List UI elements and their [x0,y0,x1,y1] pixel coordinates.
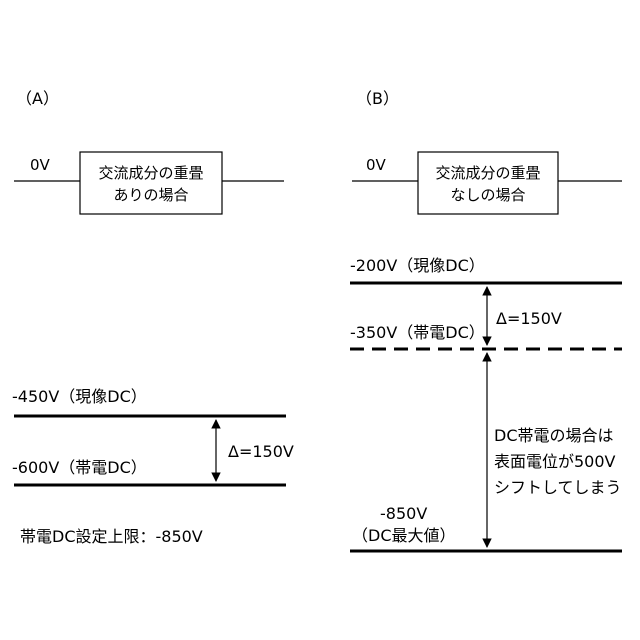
panel-b-zero-label: 0V [366,156,387,174]
panel-a-level-low-label: -600V（帯電DC） [12,458,147,477]
panel-a-box-line1: 交流成分の重畳 [98,164,203,182]
panel-a-box-line2: ありの場合 [113,186,188,204]
panel-b-box-line1: 交流成分の重畳 [435,164,540,182]
panel-b-level-bottom-label: -850V [380,504,427,523]
panel-b-label: （B） [356,89,399,108]
panel-a-delta-label: Δ=150V [228,442,294,461]
panel-a-condition-box [80,152,222,214]
panel-a-zero-label: 0V [30,156,51,174]
panel-b-shift-line1: DC帯電の場合は [494,426,614,445]
panel-b-level-bottom-sublabel: （DC最大値） [352,526,456,545]
panel-b: （B） 0V 交流成分の重畳 なしの場合 -200V（現像DC） -350V（帯… [350,89,622,551]
panel-b-level-top-label: -200V（現像DC） [350,256,485,275]
panel-b-level-mid-label: -350V（帯電DC） [350,323,485,342]
panel-b-shift-line3: シフトしてしまう [494,478,622,497]
panel-b-delta-label: Δ=150V [496,309,562,328]
panel-a-level-high-label: -450V（現像DC） [12,387,147,406]
panel-b-box-line2: なしの場合 [450,186,525,204]
panel-a-label: （A） [16,89,59,108]
panel-b-condition-box [418,152,558,214]
panel-a-limit-note: 帯電DC設定上限：-850V [20,527,203,546]
panel-b-shift-line2: 表面電位が500V [494,452,616,471]
panel-a: （A） 0V 交流成分の重畳 ありの場合 -450V（現像DC） -600V（帯… [12,89,294,546]
